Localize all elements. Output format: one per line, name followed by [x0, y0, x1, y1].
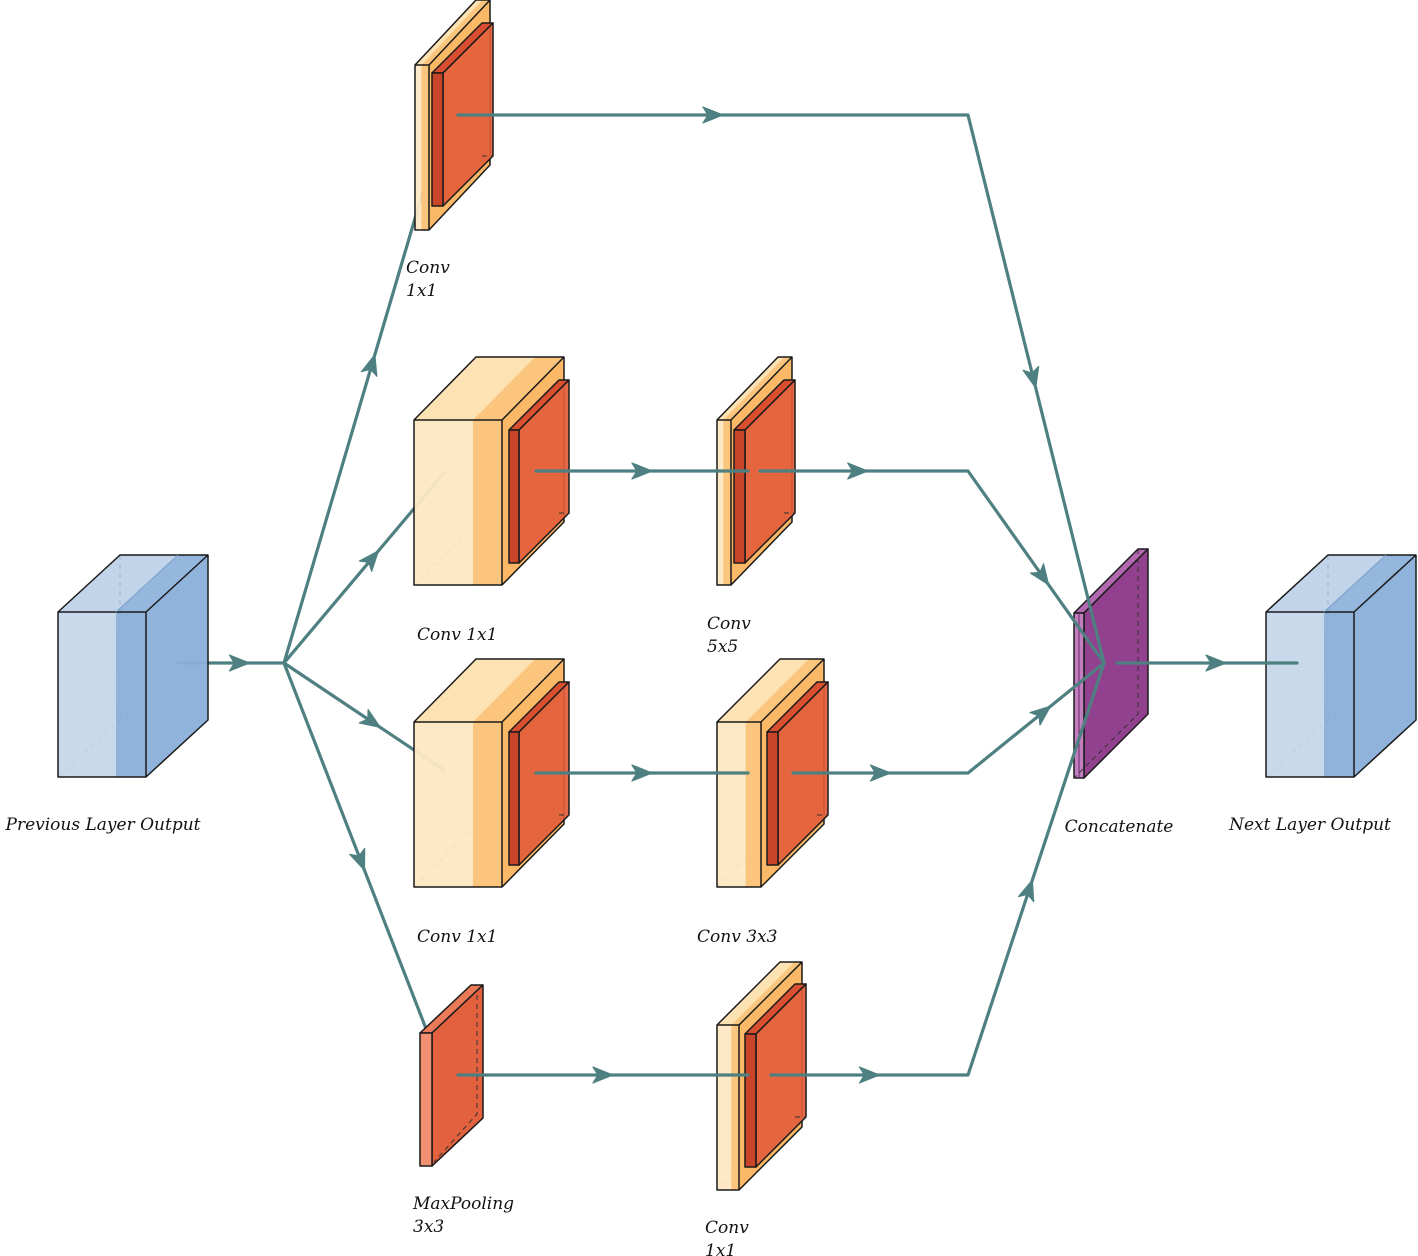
edge-conv1x1-d-to-concat-arrowhead — [858, 1066, 881, 1084]
label-line: MaxPooling — [412, 1194, 514, 1214]
label-line: Concatenate — [1065, 817, 1174, 837]
label-line: Conv 1x1 — [417, 927, 497, 947]
edge-conv5x5-to-concat-arrowhead — [1029, 563, 1050, 586]
edge-prev-to-split-arrowhead — [228, 654, 251, 672]
edge-conv5x5-to-concat — [758, 469, 1106, 665]
edge-maxpool-to-conv1x1-d-arrowhead — [592, 1066, 614, 1084]
label-line: Previous Layer Output — [5, 815, 201, 835]
edge-conv1x1-a-to-concat — [456, 113, 1106, 665]
label-line: Conv 3x3 — [697, 927, 777, 947]
edge-conv1x1-c-to-conv3x3-arrowhead — [631, 764, 653, 782]
edge-conv3x3-to-concat-arrowhead — [869, 764, 892, 782]
edges-under-layer — [176, 118, 446, 1077]
block-b2-conv — [413, 356, 570, 586]
label-prev: Previous Layer Output — [5, 815, 201, 835]
label-b1-conv: Conv 1x1 — [406, 258, 450, 301]
label-line: 1x1 — [705, 1241, 736, 1256]
edge-split-to-maxpool-arrowhead — [349, 847, 366, 871]
label-line: Conv — [707, 614, 751, 634]
block-next — [1265, 554, 1417, 778]
label-b3-conv: Conv 1x1 — [417, 927, 497, 947]
edge-conv3x3-to-concat-arrowhead — [1029, 705, 1052, 726]
label-b3-conv3: Conv 3x3 — [697, 927, 777, 947]
label-line: Conv 1x1 — [417, 625, 497, 645]
edge-conv1x1-d-to-concat-arrowhead — [1017, 879, 1035, 903]
edge-conv1x1-a-to-concat-arrowhead — [702, 106, 724, 124]
label-line: 3x3 — [413, 1217, 444, 1237]
edge-split-to-conv1x1-c-arrowhead — [358, 709, 381, 729]
label-b2-conv: Conv 1x1 — [417, 625, 497, 645]
label-b4-pool: MaxPooling 3x3 — [412, 1194, 514, 1237]
blocks-layer — [57, 0, 1417, 1191]
label-line: 1x1 — [406, 281, 437, 301]
label-line: Next Layer Output — [1228, 815, 1391, 835]
edge-conv3x3-to-concat — [791, 661, 1106, 775]
edge-split-to-conv1x1-b-arrowhead — [358, 550, 380, 572]
edge-concat-to-next-arrowhead — [1205, 654, 1227, 672]
edges-over-layer — [456, 106, 1299, 1084]
label-b4-conv: Conv 1x1 — [705, 1218, 749, 1256]
label-next: Next Layer Output — [1228, 815, 1391, 835]
block-b3-conv — [413, 658, 570, 888]
block-prev — [57, 554, 209, 778]
label-line: 5x5 — [707, 637, 738, 657]
label-line: Conv — [406, 258, 450, 278]
edge-conv1x1-a-to-concat-arrowhead — [1022, 365, 1040, 389]
edge-conv1x1-b-to-conv5x5-arrowhead — [631, 462, 653, 480]
label-b2-conv5: Conv 5x5 — [707, 614, 751, 657]
edge-split-to-conv1x1-a-arrowhead — [360, 354, 378, 377]
label-line: Conv — [705, 1218, 749, 1238]
label-concat: Concatenate — [1065, 817, 1174, 837]
edge-conv1x1-d-to-concat — [769, 661, 1106, 1077]
edge-conv5x5-to-concat-arrowhead — [847, 462, 869, 480]
